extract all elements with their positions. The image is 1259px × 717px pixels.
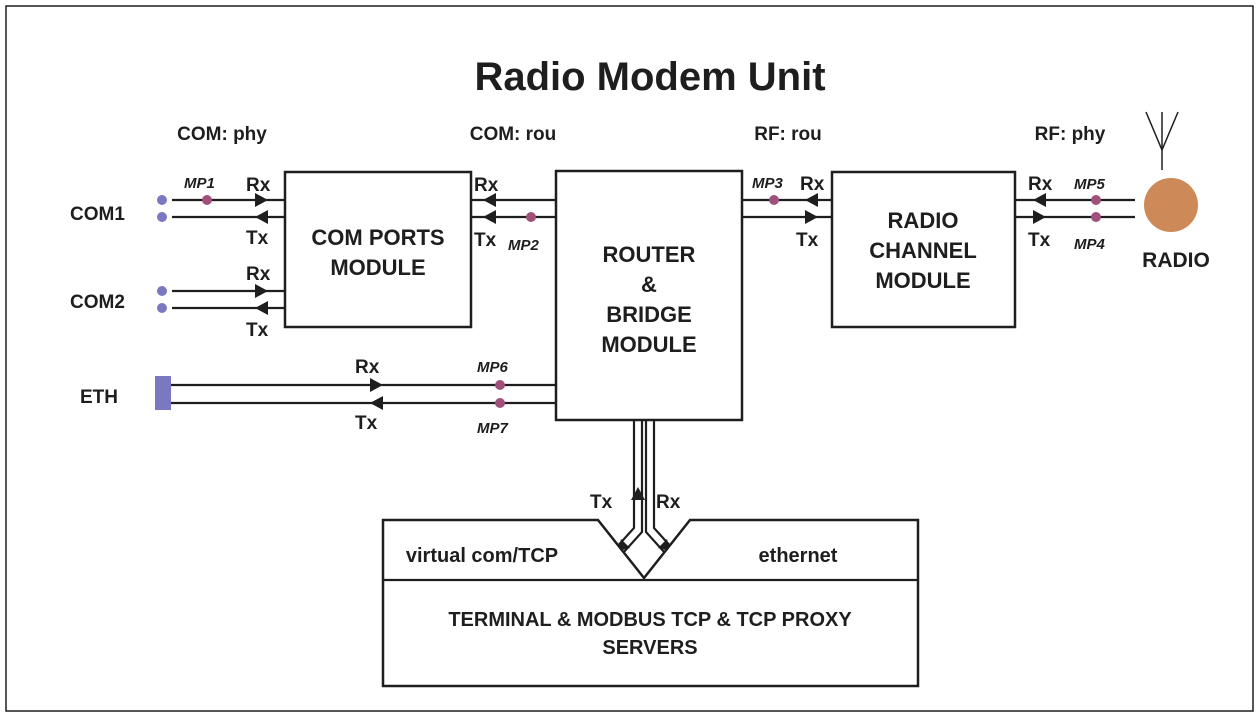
measure-point-mp7-label: MP7 bbox=[477, 420, 509, 437]
port-label-com2: COM2 bbox=[70, 292, 125, 313]
router-server-inner-rx-line bbox=[652, 420, 674, 550]
servers-module-line2: SERVERS bbox=[602, 637, 697, 659]
server-rx-label: Rx bbox=[656, 492, 681, 513]
com2-rx-arrow bbox=[255, 284, 268, 298]
com1-tx-arrow bbox=[255, 210, 268, 224]
com-router-rx-label: Rx bbox=[474, 175, 499, 196]
layer-label-rf-rou: RF: rou bbox=[754, 124, 822, 145]
radio-tx-arrow bbox=[1033, 210, 1046, 224]
measure-point-mp3-label: MP3 bbox=[752, 175, 784, 192]
router-module-line2: & bbox=[641, 272, 657, 297]
measure-point-mp5-label: MP5 bbox=[1074, 176, 1106, 193]
com-router-arrow-1 bbox=[483, 193, 496, 207]
com-ports-module-line2: MODULE bbox=[330, 255, 425, 280]
router-server-rx-line bbox=[644, 420, 666, 554]
com-router-arrow-2 bbox=[483, 210, 496, 224]
servers-module bbox=[381, 518, 920, 688]
router-radio-rx-label: Rx bbox=[800, 174, 825, 195]
router-module-line3: BRIDGE bbox=[606, 302, 692, 327]
eth-tx-arrow bbox=[370, 396, 383, 410]
router-radio-arrow-1 bbox=[805, 193, 818, 207]
layer-label-com-rou: COM: rou bbox=[470, 124, 557, 145]
router-radio-arrow-2 bbox=[805, 210, 818, 224]
measure-point-mp2 bbox=[526, 212, 536, 222]
eth-connector-icon bbox=[155, 376, 171, 410]
com2-tx-arrow bbox=[255, 301, 268, 315]
com-ports-module bbox=[283, 170, 473, 329]
com1-pin-tx bbox=[157, 212, 167, 222]
measure-point-mp3 bbox=[769, 195, 779, 205]
port-label-com1: COM1 bbox=[70, 204, 125, 225]
layer-label-rf-phy: RF: phy bbox=[1035, 124, 1106, 145]
radio-channel-module-line2: CHANNEL bbox=[869, 238, 977, 263]
router-radio-tx-label: Tx bbox=[796, 230, 819, 251]
layer-label-com-phy: COM: phy bbox=[177, 124, 267, 145]
com2-rx-label: Rx bbox=[246, 264, 271, 285]
com1-tx-label: Tx bbox=[246, 228, 269, 249]
com2-pin-tx bbox=[157, 303, 167, 313]
server-tx-up-arrow bbox=[631, 487, 645, 500]
measure-point-mp1-label: MP1 bbox=[184, 175, 215, 192]
measure-point-mp7 bbox=[495, 398, 505, 408]
com1-rx-label: Rx bbox=[246, 175, 271, 196]
com1-pin-rx bbox=[157, 195, 167, 205]
radio-rx-label: Rx bbox=[1028, 174, 1053, 195]
router-server-tx-line bbox=[614, 420, 636, 550]
com2-pin-rx bbox=[157, 286, 167, 296]
server-tab-ethernet: ethernet bbox=[759, 545, 838, 567]
com-router-tx-label: Tx bbox=[474, 230, 497, 251]
com2-tx-label: Tx bbox=[246, 320, 269, 341]
radio-channel-module bbox=[830, 170, 1017, 329]
measure-point-mp6 bbox=[495, 380, 505, 390]
port-label-radio: RADIO bbox=[1142, 249, 1210, 272]
radio-icon bbox=[1144, 178, 1198, 232]
diagram-title: Radio Modem Unit bbox=[474, 55, 825, 99]
measure-point-mp4-label: MP4 bbox=[1074, 236, 1106, 253]
measure-point-mp6-label: MP6 bbox=[477, 359, 509, 376]
radio-channel-module-line1: RADIO bbox=[888, 208, 959, 233]
eth-tx-label: Tx bbox=[355, 413, 378, 434]
router-bridge-module bbox=[554, 169, 744, 422]
router-module-line1: ROUTER bbox=[603, 242, 696, 267]
router-module-line4: MODULE bbox=[601, 332, 696, 357]
servers-module-line1: TERMINAL & MODBUS TCP & TCP PROXY bbox=[448, 609, 852, 631]
router-server-inner-tx-line bbox=[622, 420, 644, 554]
com1-rx-arrow bbox=[255, 193, 268, 207]
diagram-frame bbox=[5, 5, 1254, 712]
measure-point-mp1 bbox=[202, 195, 212, 205]
server-tx-label: Tx bbox=[590, 492, 613, 513]
eth-rx-label: Rx bbox=[355, 357, 380, 378]
server-tab-virtual-com: virtual com/TCP bbox=[406, 545, 558, 567]
eth-rx-arrow bbox=[370, 378, 383, 392]
measure-point-mp5 bbox=[1091, 195, 1101, 205]
measure-point-mp2-label: MP2 bbox=[508, 237, 540, 254]
radio-channel-module-line3: MODULE bbox=[875, 268, 970, 293]
measure-point-mp4 bbox=[1091, 212, 1101, 222]
radio-rx-arrow bbox=[1033, 193, 1046, 207]
radio-tx-label: Tx bbox=[1028, 230, 1051, 251]
com-ports-module-line1: COM PORTS bbox=[311, 225, 444, 250]
antenna-icon bbox=[1145, 111, 1179, 170]
port-label-eth: ETH bbox=[80, 387, 118, 408]
